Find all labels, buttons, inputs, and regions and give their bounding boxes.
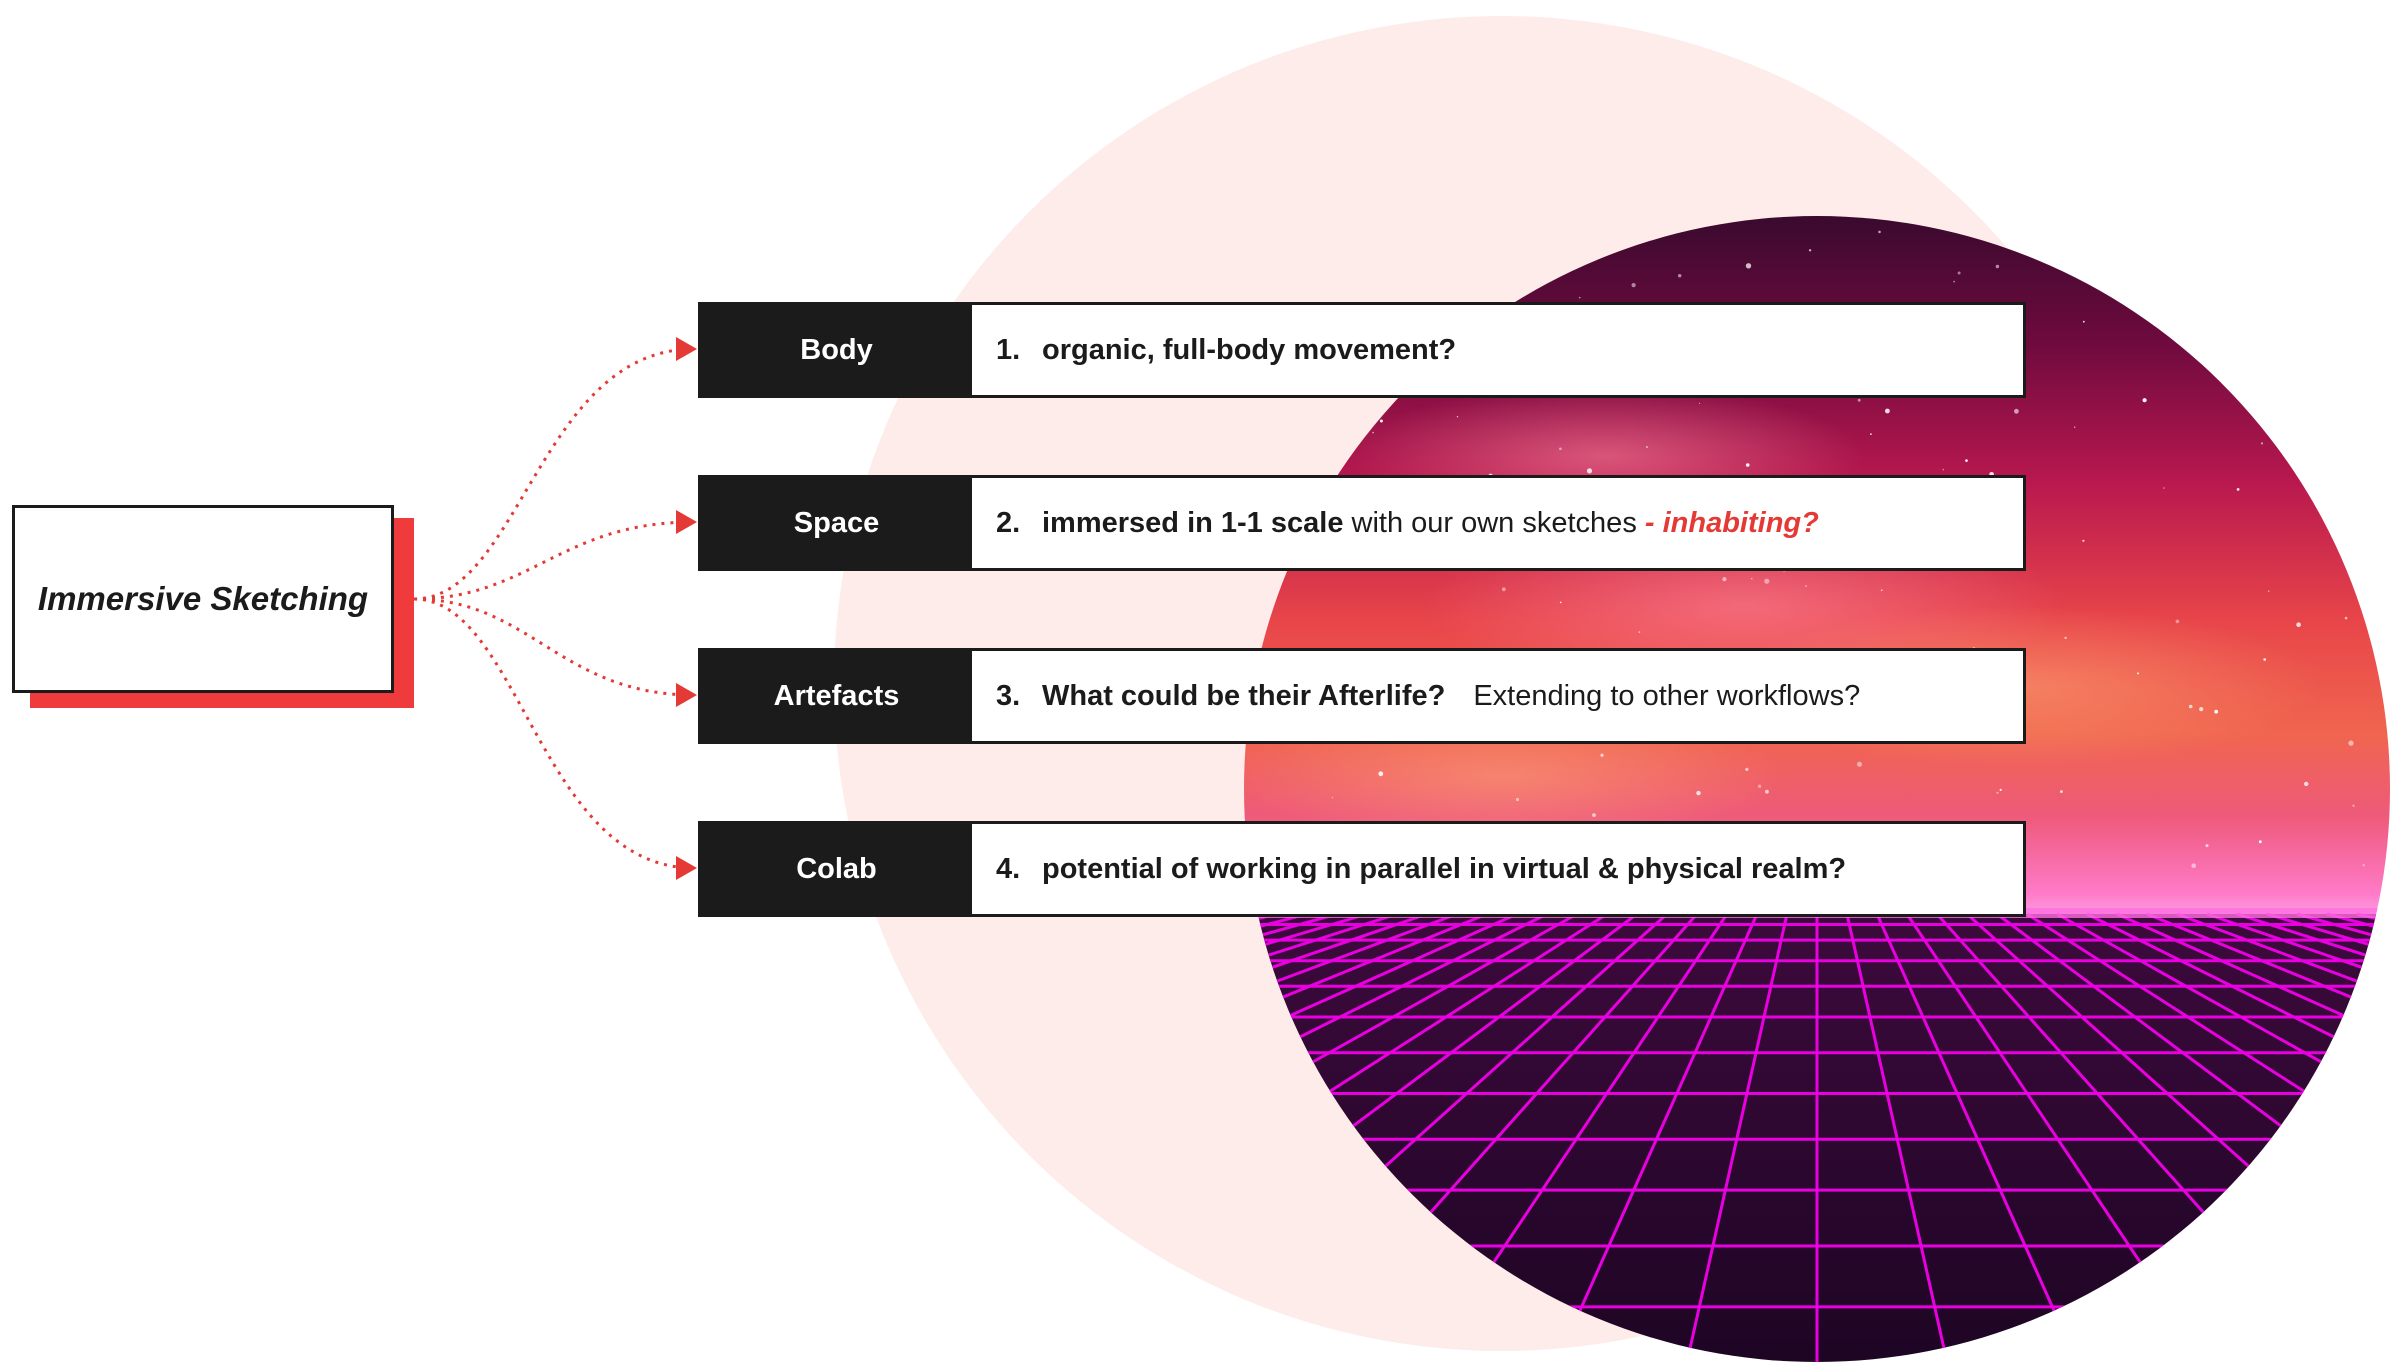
- item-tag-colab: Colab: [701, 824, 972, 914]
- connector-colab: [413, 597, 697, 880]
- item-text-colab: 4. potential of working in parallel in v…: [972, 824, 2023, 914]
- item-normal-text: with our own sketches: [1351, 506, 1637, 539]
- item-number: 3.: [996, 679, 1021, 712]
- connector-space: [413, 510, 697, 601]
- item-number: 2.: [996, 506, 1021, 539]
- item-number: 1.: [996, 333, 1021, 366]
- item-normal-text: Extending to other workflows?: [1473, 679, 1861, 712]
- item-highlight-text: - inhabiting?: [1644, 506, 1819, 539]
- item-row-colab: Colab 4. potential of working in paralle…: [698, 821, 2026, 917]
- item-text-body: 1. organic, full-body movement?: [972, 305, 2023, 395]
- connector-body: [413, 337, 697, 601]
- item-bold-text: immersed in 1-1 scale: [1042, 506, 1344, 539]
- item-bold-text: potential of working in parallel in virt…: [1042, 852, 1847, 885]
- item-row-artefacts: Artefacts 3. What could be their Afterli…: [698, 648, 2026, 744]
- item-text-artefacts: 3. What could be their Afterlife? Extendi…: [972, 651, 2023, 741]
- item-bold-text: What could be their Afterlife?: [1042, 679, 1446, 712]
- item-tag-artefacts: Artefacts: [701, 651, 972, 741]
- connector-artefacts: [413, 597, 697, 707]
- item-tag-space: Space: [701, 478, 972, 568]
- item-number: 4.: [996, 852, 1021, 885]
- item-bold-text: organic, full-body movement?: [1042, 333, 1457, 366]
- item-text-space: 2. immersed in 1-1 scale with our own sk…: [972, 478, 2023, 568]
- item-tag-body: Body: [701, 305, 972, 395]
- root-label: Immersive Sketching: [37, 580, 369, 617]
- item-row-body: Body 1. organic, full-body movement?: [698, 302, 2026, 398]
- item-row-space: Space 2. immersed in 1-1 scale with our …: [698, 475, 2026, 571]
- root-node: Immersive Sketching: [12, 505, 394, 693]
